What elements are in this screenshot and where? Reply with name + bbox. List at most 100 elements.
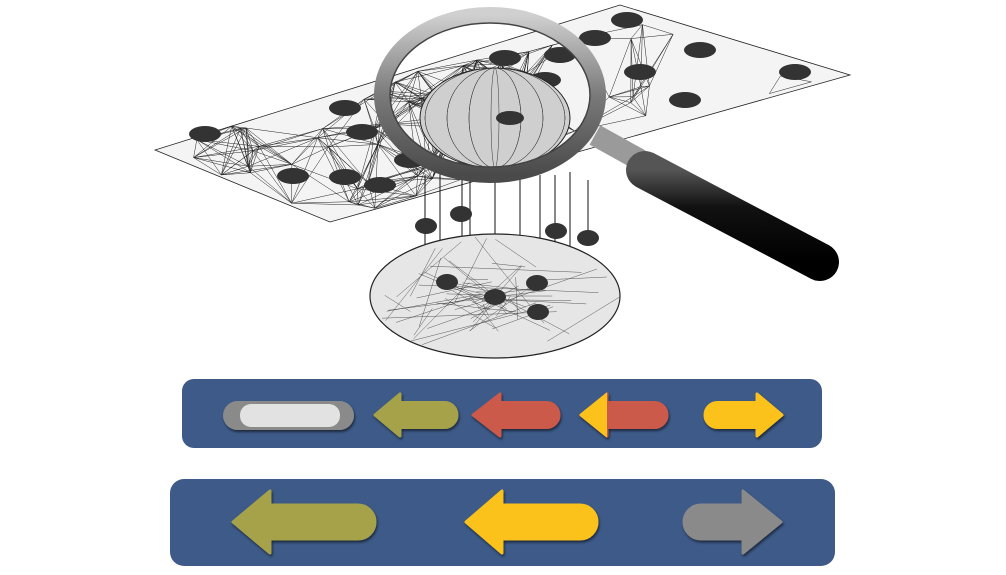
projected-node [577,230,599,246]
mesh-edge [322,128,329,148]
arrow-left-button-olive-large[interactable] [231,489,377,555]
mesh-edge [395,65,464,83]
mesh-edge [645,85,650,116]
mesh-edge [193,128,241,158]
lens-dome [419,67,571,169]
magnifier-handle [626,151,839,281]
mesh-edge [415,176,418,196]
slider-toggle[interactable] [223,401,354,430]
mesh-edge [291,201,350,204]
mesh-edge [609,96,631,103]
arrow-shape [231,489,377,555]
mesh-edge [415,165,427,197]
mesh-edge [410,248,436,297]
network-node [346,124,378,140]
mesh-edge [317,137,350,202]
mesh-edge [248,166,292,204]
mesh-edge [436,302,517,313]
mesh-edge [231,125,292,165]
mesh-edge [258,146,292,204]
network-node [329,169,361,185]
arrow-left-button-yellow-large[interactable] [464,489,599,555]
projected-node [450,206,472,222]
mesh-edge [193,157,249,167]
mesh-edge [250,172,292,204]
mesh-edge [357,188,375,209]
projected-node [527,304,549,320]
mesh-edge [462,282,536,292]
mesh-edge [630,96,634,103]
mesh-edge [630,85,650,103]
arrow-right-button-yellow[interactable] [703,392,784,438]
mesh-edge [328,144,378,148]
arrow-left-button-split[interactable] [579,392,669,438]
mesh-edge [515,277,518,320]
mesh-edge [358,195,416,206]
network-node [611,12,643,28]
mesh-edge [322,128,369,184]
network-node [624,64,656,80]
mesh-edge [252,150,292,165]
mesh-edge [193,157,251,173]
network-node [364,177,396,193]
mesh-edge [463,59,477,66]
mesh-edge [408,65,464,103]
arrow-shape [373,392,459,438]
mesh-edge [240,128,249,167]
mesh-edge [466,278,489,280]
mesh-edge [385,248,443,321]
arrow-left-button-red[interactable] [471,392,561,438]
mesh-edge [193,150,253,158]
mesh-edge [377,98,422,145]
network-node [684,42,716,58]
mesh-edge [608,38,632,98]
arrow-head [579,392,607,438]
mesh-edge [417,71,422,99]
mesh-edge [367,128,375,184]
mesh-edge [231,125,241,129]
mesh-edge [291,146,329,204]
slider-fill [240,404,340,427]
mesh-edge [317,128,323,138]
mesh-edge [630,24,643,39]
mesh-edge [291,202,359,206]
mesh-edge [193,157,222,176]
arrow-left-button-olive[interactable] [373,392,459,438]
mesh-edge [291,128,323,165]
mesh-edge [510,300,521,313]
mesh-edge [193,139,198,158]
network-node [489,50,521,66]
mesh-edge [374,165,427,209]
mesh-edge [377,144,417,197]
mesh-edge [444,298,495,328]
mesh-edge [452,290,490,311]
mesh-edge [384,295,411,312]
mesh-edge [367,144,379,184]
mesh-edge [649,34,674,87]
mesh-edge [468,294,499,332]
mesh-edge [630,86,642,103]
mesh-edge [250,146,260,173]
mesh-edge [492,299,572,301]
arrow-shape [682,489,783,555]
projected-node [415,218,437,234]
mesh-edge [632,34,674,97]
arrow-right-button-gray-large[interactable] [682,489,783,555]
mesh-edge [769,75,781,94]
mesh-edge [248,137,318,167]
mesh-edge [388,290,546,311]
network-node [779,64,811,80]
mesh-edge [395,81,435,95]
lens-inner-edge [389,22,591,168]
mesh-edge [496,296,511,317]
mesh-edge [417,65,464,72]
mesh-edge [248,150,254,167]
mesh-edge [245,128,251,173]
projected-node [484,289,506,305]
mesh-edge [609,85,650,98]
mesh-edge [231,126,249,167]
mesh-edge [386,293,483,312]
mesh-edge [248,146,260,167]
mesh-edge [240,128,260,147]
